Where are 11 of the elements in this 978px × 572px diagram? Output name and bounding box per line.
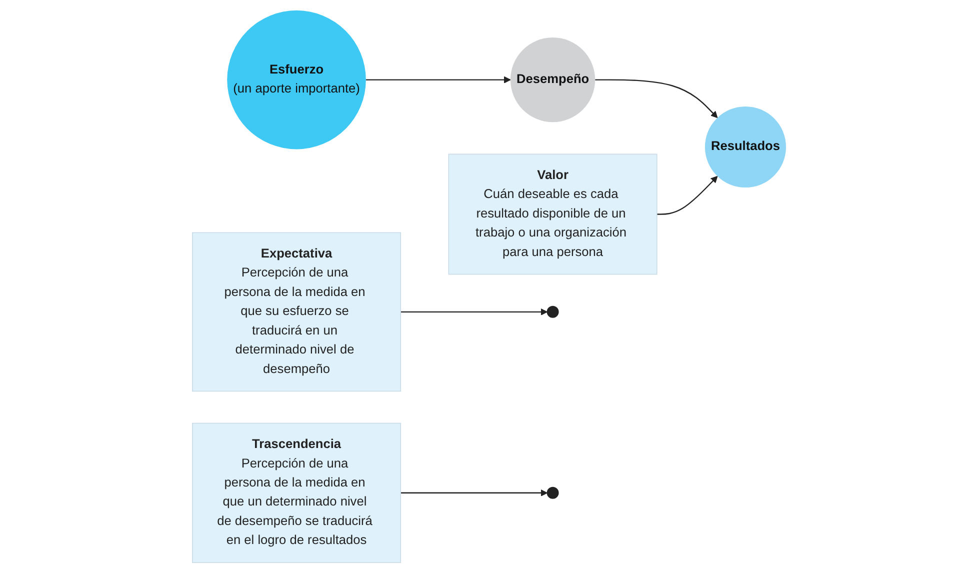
arrow <box>656 175 718 214</box>
node-circle: Desempeño <box>510 36 595 122</box>
arrow <box>366 76 511 83</box>
arrow <box>594 78 718 118</box>
arrow <box>400 488 548 496</box>
node-circle: Resultados <box>704 106 786 188</box>
node-box: Expectativa Percepción de una persona de la medida en que su esfuerzo se traducirá en un determinado nivel de desempeño <box>192 232 401 392</box>
node-box: Valor Cuán deseable es cada resultado disponible de un trabajo o una organización para una persona <box>448 153 658 274</box>
node-box: Trascendencia Percepción de una persona de la medida en que un determinado nivel de desempeño se traducirá en el logro de resultados <box>192 422 401 562</box>
arrow <box>400 308 548 315</box>
node-circle: Esfuerzo (un aporte importante) <box>226 10 366 149</box>
